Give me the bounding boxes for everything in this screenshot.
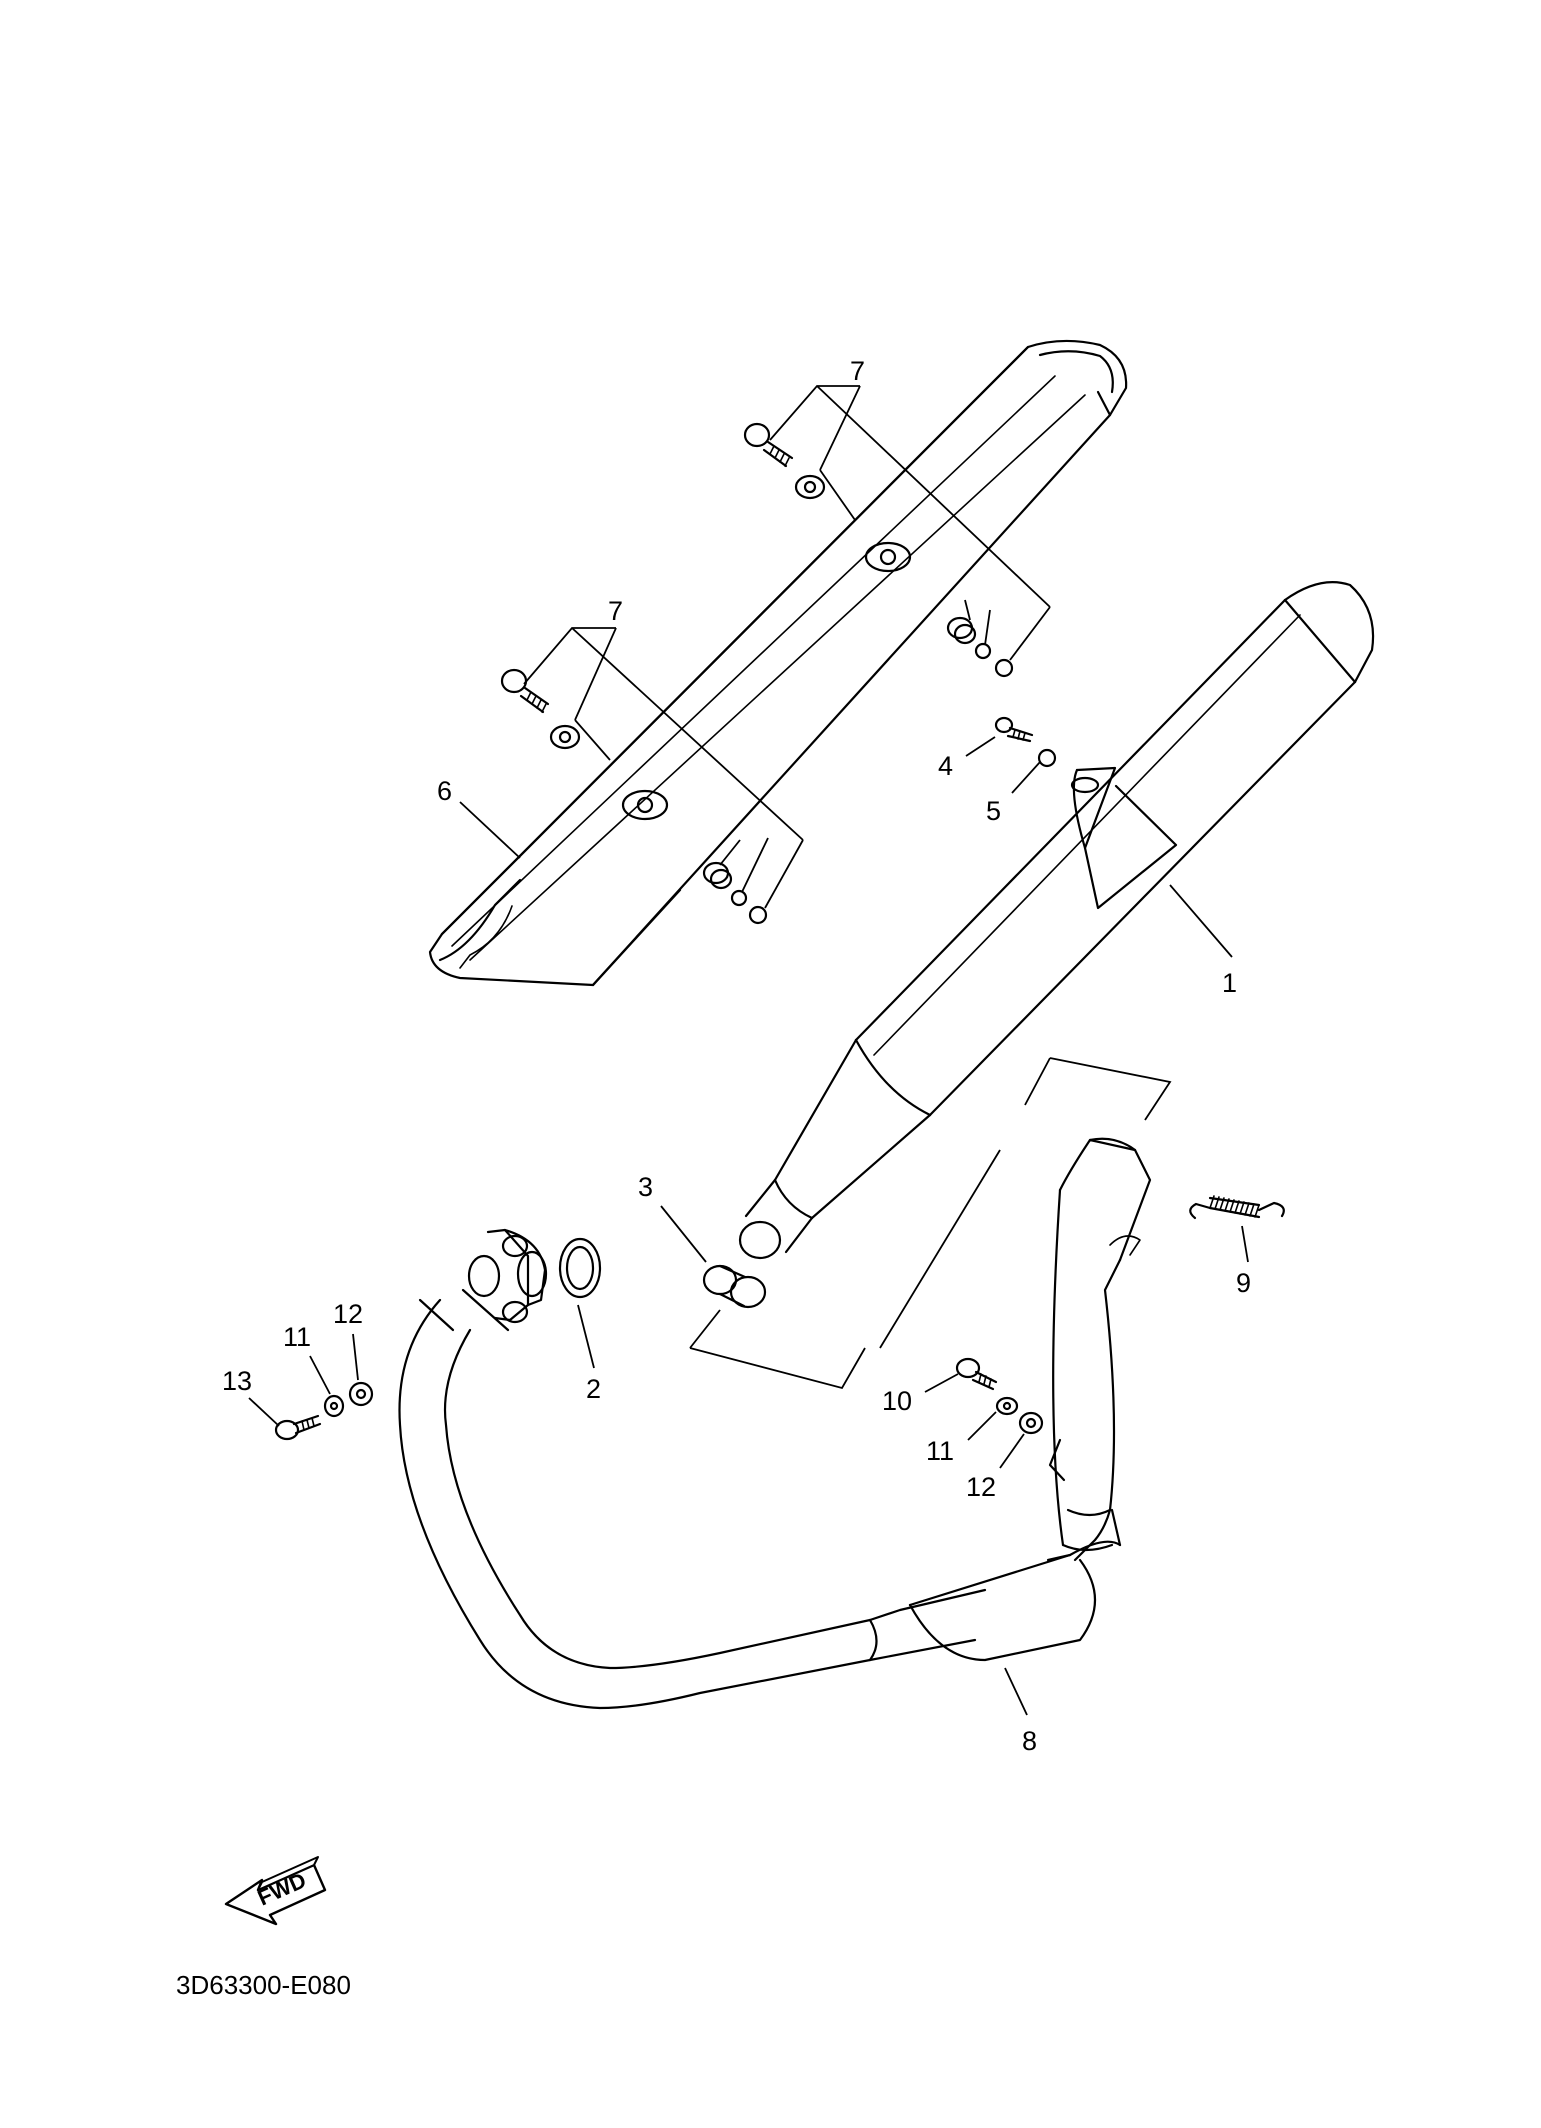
- part-exhaust-pipe[interactable]: [398, 1137, 1152, 1710]
- callout-4: 4: [938, 751, 953, 781]
- part-washer-5[interactable]: [1037, 748, 1057, 768]
- detail-plane-outlines: [689, 1057, 1172, 1390]
- callout-8: 8: [1022, 1726, 1037, 1756]
- callout-7-upper: 7: [850, 356, 865, 386]
- fwd-arrow-icon: FWD: [224, 1856, 327, 1926]
- callout-1: 1: [1222, 968, 1237, 998]
- callout-12-right: 12: [966, 1472, 996, 1502]
- callout-11-left: 11: [283, 1322, 311, 1352]
- callout-labels: 1 2 3 4 5 6 7 7 8 9 10 11 12 11 12 13: [222, 356, 1251, 1756]
- callout-3: 3: [638, 1172, 653, 1202]
- part-muffler[interactable]: [738, 581, 1375, 1260]
- figure-code: 3D63300-E080: [176, 1970, 351, 2000]
- part-heat-protector[interactable]: [428, 339, 1128, 987]
- part-spring-9[interactable]: [1189, 1195, 1285, 1220]
- part-washer-12-right[interactable]: [1018, 1411, 1044, 1435]
- part-bolt-13[interactable]: [274, 1414, 322, 1441]
- part-screw-7-lower[interactable]: [500, 668, 768, 925]
- part-washer-11-left[interactable]: [323, 1394, 345, 1418]
- part-washer-11-right[interactable]: [995, 1396, 1019, 1416]
- part-gasket-2[interactable]: [558, 1237, 602, 1299]
- part-gasket-3[interactable]: [702, 1264, 767, 1309]
- callout-9: 9: [1236, 1268, 1251, 1298]
- leader-lines: [248, 385, 1249, 1716]
- callout-10: 10: [882, 1386, 912, 1416]
- callout-13: 13: [222, 1366, 252, 1396]
- part-washer-12-left[interactable]: [348, 1381, 374, 1407]
- part-bolt-4[interactable]: [994, 716, 1034, 743]
- part-screw-7-upper[interactable]: [743, 422, 1014, 678]
- callout-11-right: 11: [926, 1436, 954, 1466]
- callout-7-lower: 7: [608, 596, 623, 626]
- callout-2: 2: [586, 1374, 601, 1404]
- callout-6: 6: [437, 776, 452, 806]
- part-bolt-10[interactable]: [955, 1357, 998, 1391]
- callout-5: 5: [986, 796, 1001, 826]
- callout-12-left: 12: [333, 1299, 363, 1329]
